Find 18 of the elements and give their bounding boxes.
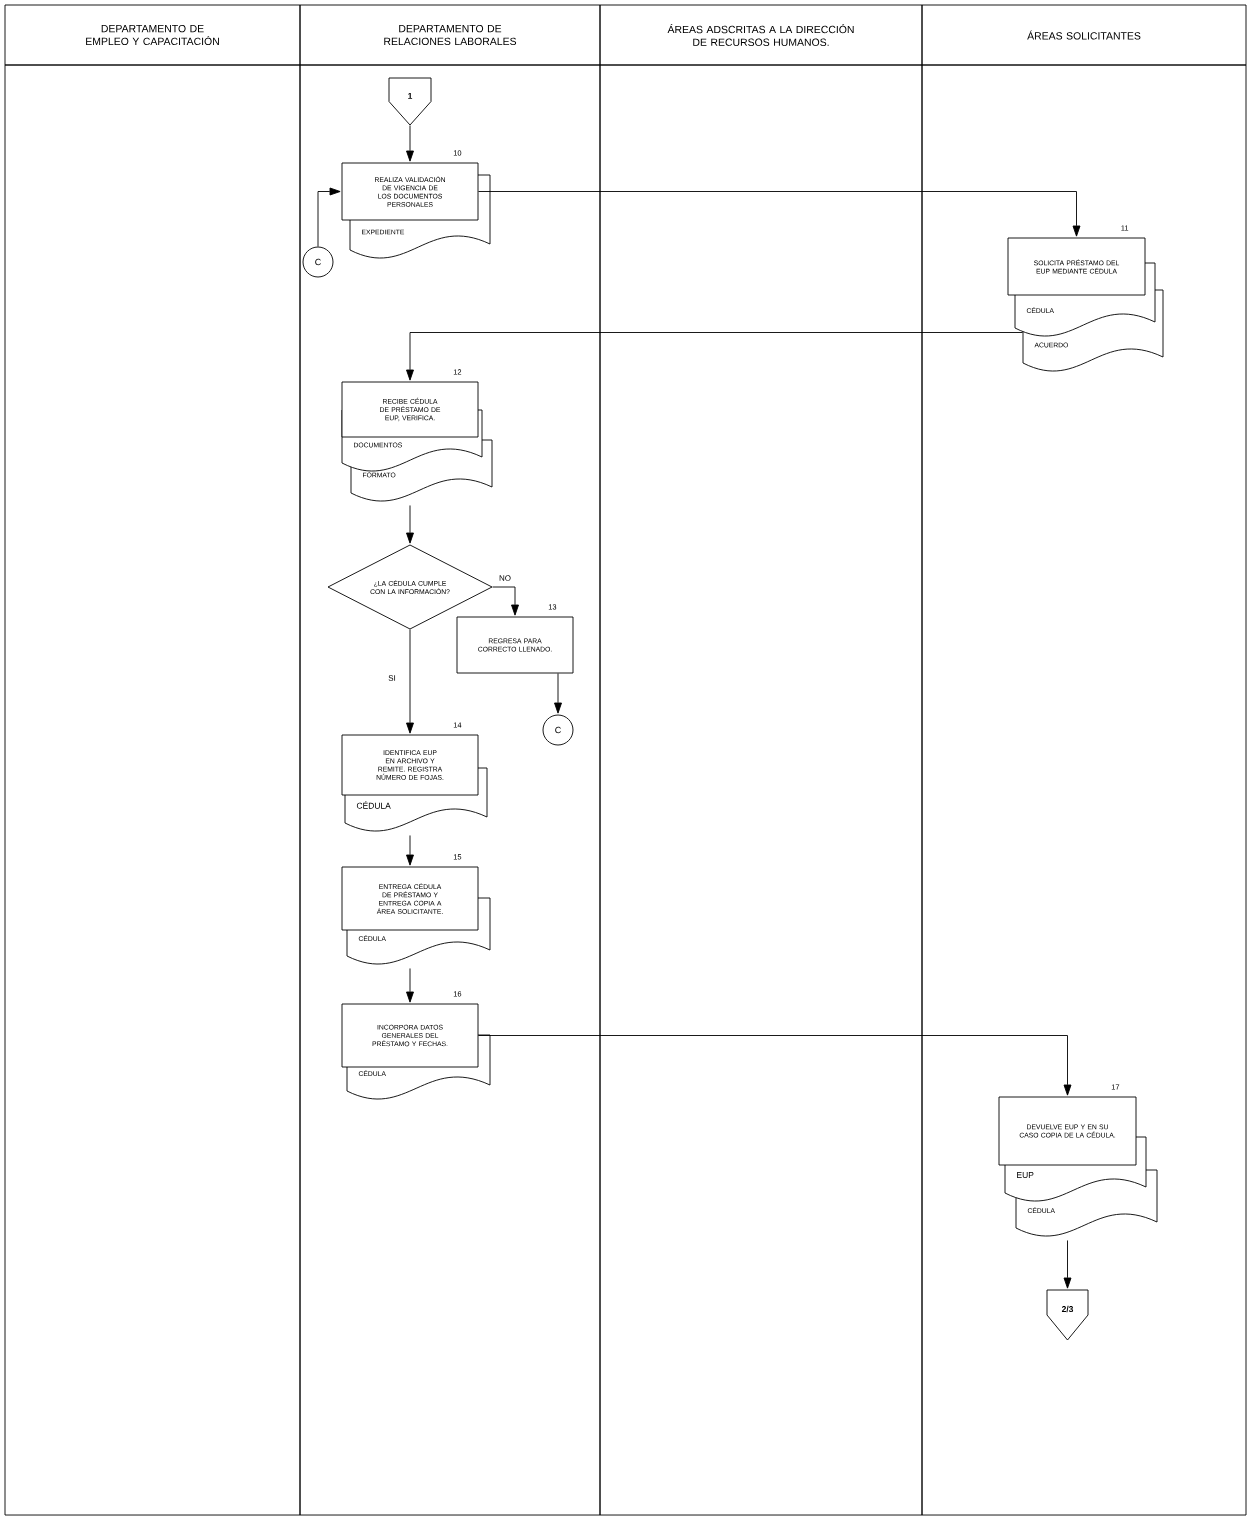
arrow	[317, 187, 341, 247]
arrow	[492, 586, 519, 616]
arrow	[478, 1035, 1072, 1096]
lane-header: DEPARTAMENTO DE EMPLEO Y CAPACITACIÓN	[4, 4, 301, 66]
off-page-connector: 1	[388, 77, 432, 126]
arrow	[406, 505, 414, 544]
arrow	[406, 968, 414, 1003]
off-page-connector: 2/3	[1046, 1289, 1089, 1341]
lane-header: DEPARTAMENTO DE RELACIONES LABORALES	[299, 4, 601, 66]
arrow	[1063, 1240, 1072, 1289]
lane-header: ÁREAS SOLICITANTES	[921, 4, 1247, 66]
arrow	[406, 332, 1023, 381]
arrow	[478, 191, 1081, 237]
arrow	[406, 835, 414, 866]
lane-header: ÁREAS ADSCRITAS A LA DIRECCIÓN DE RECURSOS HUMANOS.	[599, 4, 923, 66]
arrow	[554, 673, 562, 714]
arrow	[406, 629, 414, 734]
arrow	[406, 125, 414, 162]
